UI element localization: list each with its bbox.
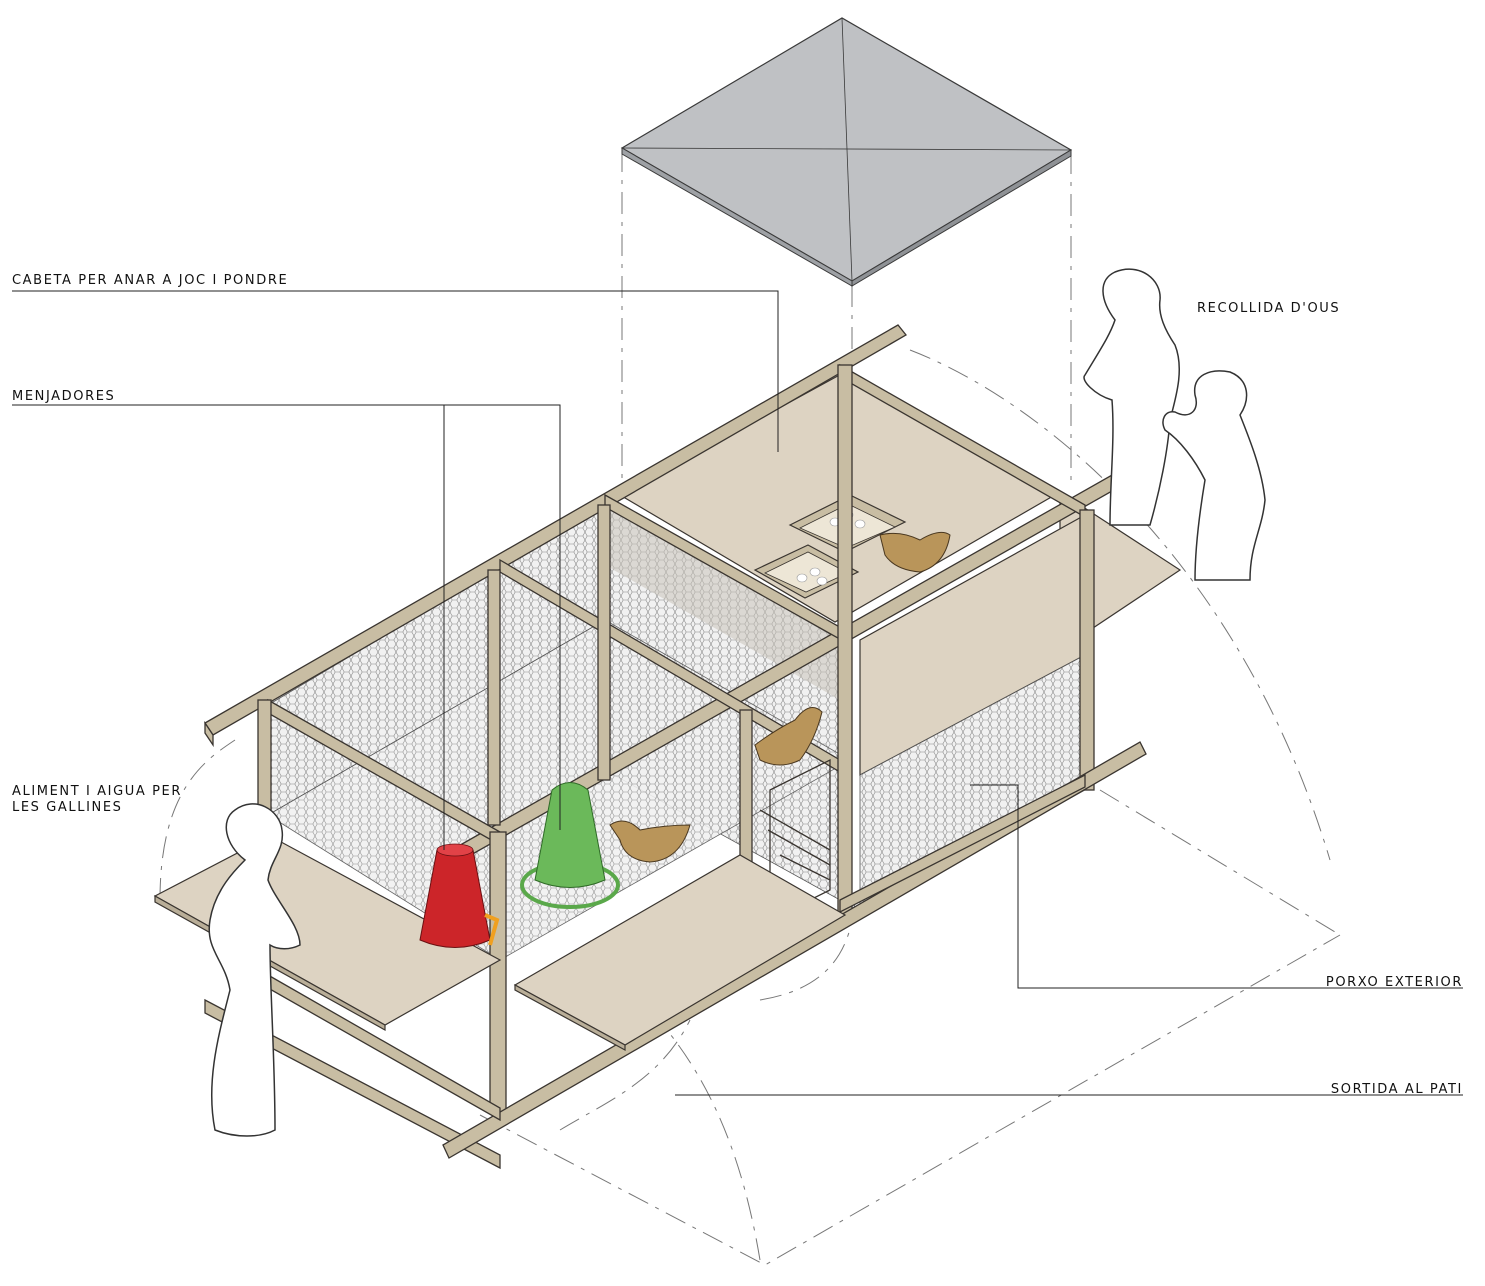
label-aliment-line1: ALIMENT I AIGUA PER [12,784,182,799]
label-recollida: RECOLLIDA D'OUS [1197,301,1340,316]
label-menjadores: MENJADORES [12,389,115,404]
label-cabeta: CABETA PER ANAR A JOC I PONDRE [12,273,288,288]
red-feeder [419,843,500,948]
chickens [609,531,951,863]
green-waterer [520,782,620,909]
wooden-frame [204,324,1147,1170]
label-porxo: PORXO EXTERIOR [1326,975,1463,990]
child-silhouettes [208,268,1266,1137]
label-sortida: SORTIDA AL PATI [1331,1082,1463,1097]
leader-lines [12,290,1463,1096]
roof [620,17,1073,287]
label-aliment-line2: LES GALLINES [12,800,123,815]
